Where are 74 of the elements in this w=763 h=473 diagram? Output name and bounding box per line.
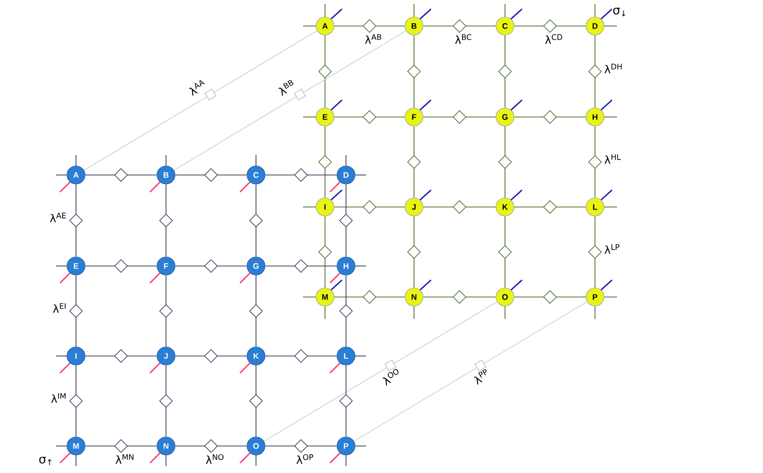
lattice-link	[588, 34, 602, 108]
factor-label: λ$^{PP}$	[474, 369, 487, 385]
lattice-link	[334, 200, 406, 214]
lattice-link	[318, 216, 332, 288]
lattice-link	[498, 126, 512, 198]
factor-label: λ$^{BB}$	[278, 80, 294, 96]
lattice-link	[159, 364, 173, 438]
edge-label: λ$^{NO}$	[204, 453, 226, 465]
lattice-link	[84, 439, 158, 453]
spin-label: σ$_{↑}$	[39, 456, 52, 466]
edge-label: λ$^{BC}$	[454, 33, 474, 45]
lattice-link	[339, 184, 353, 258]
lattice-link	[422, 110, 496, 124]
lattice-link	[264, 367, 388, 442]
factor-label: λ$^{OO}$	[382, 369, 399, 386]
edge-label: λ$^{MN}$	[114, 453, 136, 465]
lattice-link	[407, 126, 421, 198]
edge-label: λ$^{AB}$	[364, 33, 384, 45]
lattice-link	[354, 367, 478, 442]
lattice-link	[498, 34, 512, 108]
lattice-link	[174, 168, 248, 182]
lattice-link	[334, 290, 406, 304]
lattice-link	[422, 200, 496, 214]
lattice-link	[174, 259, 248, 273]
lattice-link	[334, 19, 406, 33]
lattice-link	[422, 19, 496, 33]
lattice-link	[84, 259, 158, 273]
lattice-link	[514, 19, 586, 33]
spin-label: σ$_{↓}$	[613, 8, 626, 16]
lattice-link	[264, 439, 338, 453]
edge-label: λ$^{EI}$	[52, 302, 68, 314]
lattice-link	[318, 126, 332, 198]
lattice-link	[484, 301, 588, 364]
lattice-link	[214, 30, 318, 93]
lattice-link	[84, 96, 208, 171]
lattice-link	[174, 96, 297, 170]
lattice-link	[69, 364, 83, 438]
lattice-link	[264, 168, 338, 182]
lattice-link	[264, 259, 338, 273]
lattice-link	[159, 184, 173, 258]
lattice-link	[588, 216, 602, 288]
lattice-link	[84, 168, 158, 182]
edge-label: λ$^{CD}$	[544, 33, 564, 45]
lattice-link	[264, 349, 338, 363]
lattice-link	[407, 34, 421, 108]
factor-label: λ$^{AA}$	[188, 80, 205, 96]
lattice-link	[69, 274, 83, 348]
lattice-link	[514, 290, 586, 304]
edge-label: λ$^{HL}$	[603, 153, 622, 165]
lattice-link	[249, 364, 263, 438]
edge-label: λ$^{DH}$	[603, 62, 624, 74]
lattice-link	[422, 290, 496, 304]
lattice-link	[514, 200, 586, 214]
lattice-link	[334, 110, 406, 124]
lattice-link	[407, 216, 421, 288]
lattice-link	[318, 34, 332, 108]
lattice-link	[159, 274, 173, 348]
lattice-link	[339, 364, 353, 438]
lattice-link	[339, 274, 353, 348]
edge-label: λ$^{OP}$	[295, 453, 315, 465]
edge-label: λ$^{AE}$	[48, 212, 68, 224]
lattice-link	[174, 349, 248, 363]
lattice-link	[498, 216, 512, 288]
lattice-link	[84, 349, 158, 363]
lattice-link	[249, 274, 263, 348]
edge-label: λ$^{IM}$	[50, 392, 68, 404]
lattice-link	[69, 184, 83, 258]
lattice-link	[514, 110, 586, 124]
lattice-link	[174, 439, 248, 453]
lattice-link	[394, 301, 498, 364]
lattice-link	[303, 30, 406, 93]
lattice-link	[588, 126, 602, 198]
lattice-link	[249, 184, 263, 258]
edge-label: λ$^{LP}$	[603, 243, 622, 255]
